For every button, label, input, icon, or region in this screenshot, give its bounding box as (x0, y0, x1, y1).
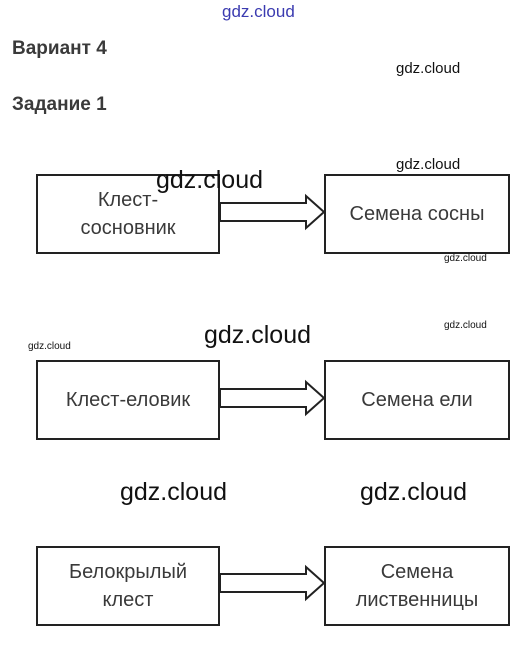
watermark: gdz.cloud (204, 321, 312, 349)
watermark: gdz.cloud (444, 253, 487, 264)
diagram-1-arrow (219, 193, 326, 231)
diagram-1-source-box: Клест- сосновник (36, 174, 220, 254)
diagram-3-source-box: Белокрылый клест (36, 546, 220, 626)
diagram-3-arrow (219, 564, 326, 602)
diagram-1-target-label: Семена сосны (349, 203, 485, 225)
watermark: gdz.cloud (120, 478, 228, 506)
diagram-2-target-label: Семена ели (361, 389, 473, 411)
watermark: gdz.cloud (360, 478, 468, 506)
diagram-2-source-label: Клест-еловик (65, 389, 191, 411)
watermark: gdz.cloud (396, 156, 461, 173)
watermark: gdz.cloud (156, 166, 264, 194)
diagram-2-source-box: Клест-еловик (36, 360, 220, 440)
diagram-2-arrow (219, 379, 326, 417)
diagram-3-target-label: Семена лиственницы (355, 561, 479, 611)
watermark: gdz.cloud (396, 60, 461, 77)
diagram-1-target-box: Семена сосны (324, 174, 510, 254)
variant-heading: Вариант 4 (12, 38, 107, 59)
diagram-3-target-box: Семена лиственницы (324, 546, 510, 626)
diagram-3-source-label: Белокрылый клест (68, 561, 188, 611)
task-heading: Задание 1 (12, 94, 107, 115)
watermark: gdz.cloud (444, 320, 487, 331)
watermark: gdz.cloud (28, 341, 71, 352)
watermark-top: gdz.cloud (222, 2, 295, 21)
diagram-1-source-label: Клест- сосновник (80, 189, 176, 239)
diagram-2-target-box: Семена ели (324, 360, 510, 440)
